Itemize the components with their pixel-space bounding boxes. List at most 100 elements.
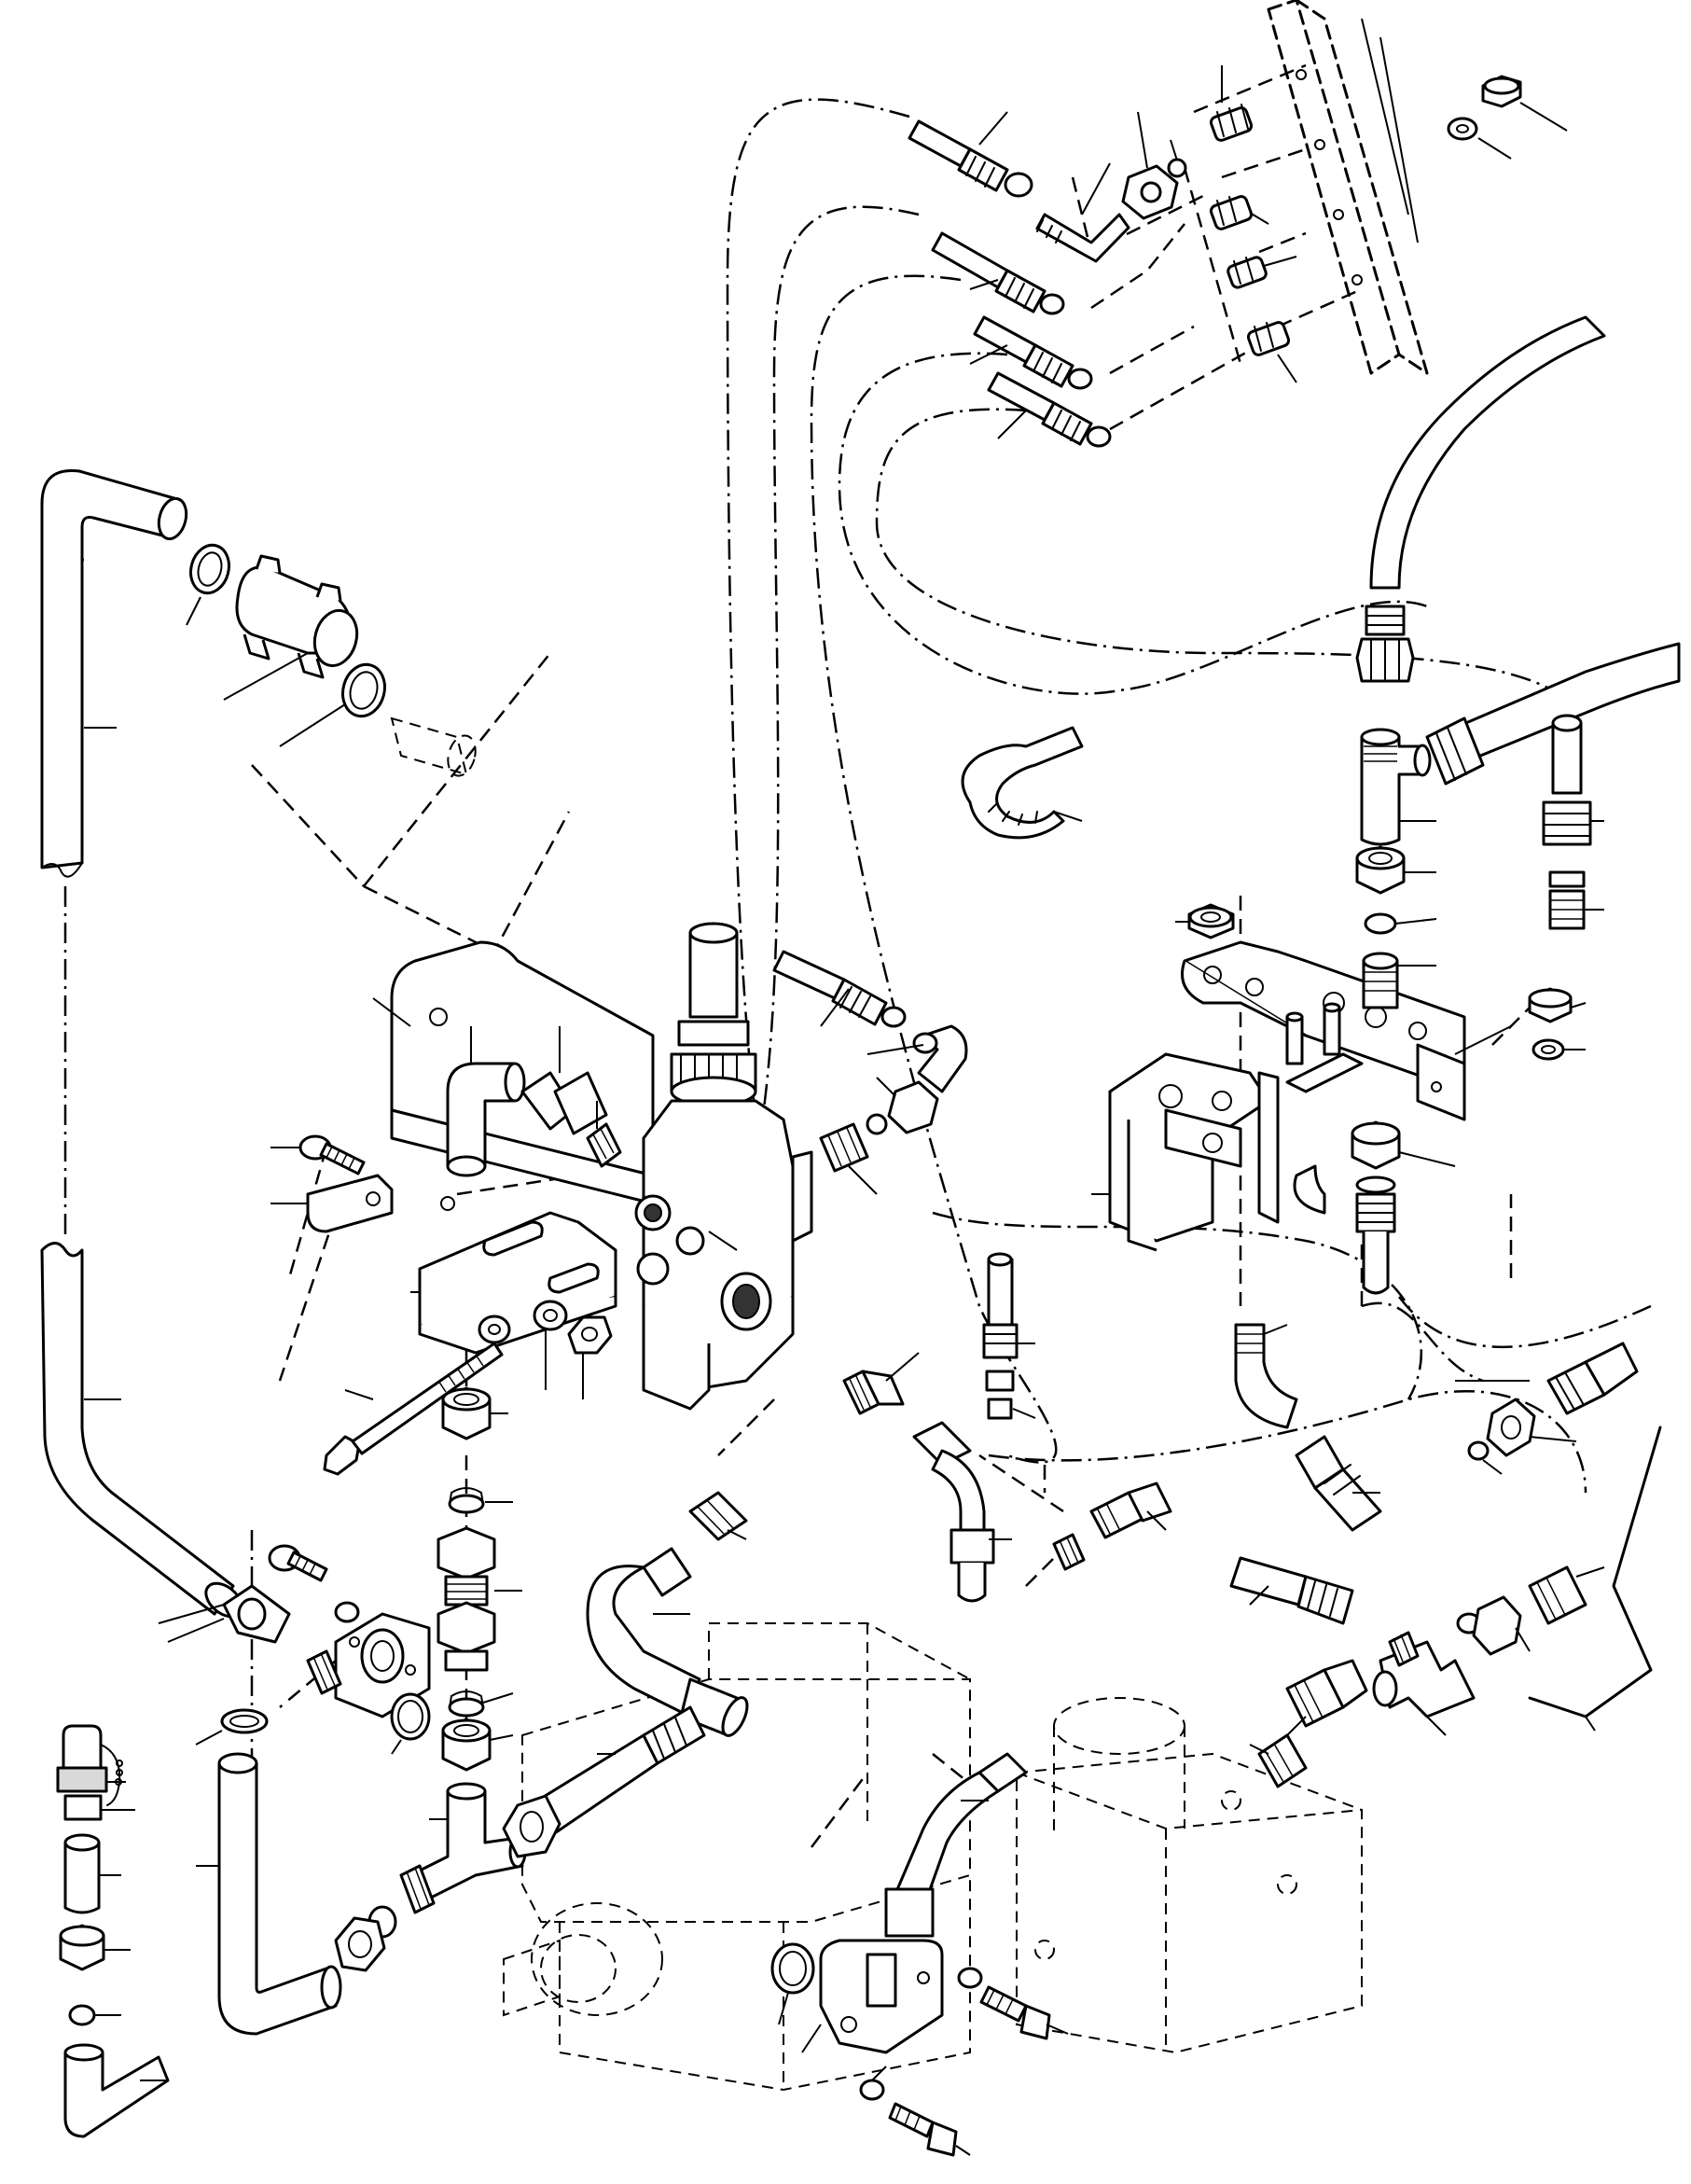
hose-lower-right-col (1355, 1175, 1396, 1295)
nut-top-bracket (1175, 903, 1235, 939)
adapter-valve-right (819, 1122, 878, 1195)
test-point-cap (56, 1724, 126, 1806)
hose-end-far-right (1455, 1342, 1639, 1415)
adapter-flange (306, 1649, 342, 1695)
hose-end-valve (772, 950, 907, 1028)
long-bolt (323, 1342, 504, 1476)
nut-fitting-top (1121, 111, 1179, 220)
nut-valve-right (876, 1077, 939, 1134)
nut-far-right (1486, 1398, 1577, 1457)
washer-left-2 (533, 1300, 568, 1390)
test-point-nut (59, 1924, 131, 1971)
j-pipe (196, 1752, 342, 2036)
adapter-left-2 (586, 1101, 622, 1168)
sleeve-upper-right (1364, 912, 1437, 935)
adapter-fitting-1 (1209, 65, 1254, 142)
small-hose-center (982, 1252, 1035, 1359)
fitting-lower-right (1285, 1659, 1368, 1736)
strap-bracket (1257, 1052, 1364, 1224)
nut-stack-2 (441, 1718, 514, 1772)
washer-far-right-small (1532, 1038, 1586, 1061)
elbow-hose-center (586, 1547, 749, 1737)
hose-horizontal-right (1425, 642, 1681, 786)
ghost-valve-block (1016, 1697, 1363, 2054)
hose-end-center-right (1089, 1482, 1172, 1539)
nut-left (567, 1315, 613, 1399)
hose-end-2 (931, 231, 1065, 315)
pipe-ring-right (279, 662, 386, 747)
elbow-right-mid (1234, 1323, 1298, 1429)
adapter-far-right (1528, 1565, 1605, 1625)
bolt-left (270, 1134, 366, 1175)
o-ring-j-pipe (195, 1708, 269, 1746)
adapter-tee-right (1388, 1631, 1420, 1667)
adapter-left-1 (520, 1026, 608, 1135)
bolt-lower-2 (888, 2102, 971, 2157)
tee-upper-right (1360, 728, 1436, 846)
bracket-line-right (1528, 1426, 1662, 1732)
small-tubes-bracket (1285, 1002, 1341, 1065)
adapter-fitting-3 (1227, 256, 1297, 289)
adapter-center-1 (842, 1352, 920, 1415)
bolt-lower-1 (979, 1985, 1069, 2040)
flange-left (334, 1612, 431, 1718)
bolt-flange (268, 1544, 328, 1582)
adapter-elbow-center (688, 1491, 748, 1541)
adapter-fitting-4 (1246, 321, 1297, 383)
clip-bracket (270, 1174, 394, 1233)
ball-far-right (1467, 1440, 1503, 1475)
elbow-flange-hose (158, 1584, 291, 1644)
hose-end-right-run (1229, 1556, 1354, 1625)
nut-far-right-small (1528, 987, 1587, 1023)
bracket-lower-right (1091, 1052, 1270, 1252)
hose-end-right-mid (1295, 1435, 1382, 1532)
union-stack (437, 1526, 522, 1672)
manifold-bar (1267, 0, 1429, 375)
nut-lower-right-col (1351, 1120, 1456, 1170)
hose-end-4 (987, 371, 1112, 448)
flange-lower (801, 1939, 944, 2054)
test-point-elbow (63, 2043, 170, 2138)
sleeve-stack-2 (448, 1690, 514, 1718)
fitting-lower-right-2 (1249, 1733, 1308, 1788)
hose-end-1 (908, 111, 1033, 198)
cable-tie (961, 726, 1084, 840)
small-adapter-left-run (1052, 1533, 1086, 1571)
relief-valve (634, 922, 813, 1411)
assembly-lines (56, 63, 1549, 1848)
nut-upper-right (1355, 845, 1436, 895)
ball-valve-right (866, 1113, 888, 1135)
washer-lower-1 (957, 1967, 983, 1989)
pipe-ring-left (186, 543, 230, 626)
adapter-far-right-vertical (1548, 870, 1604, 930)
adapter-tee-left (399, 1864, 436, 1914)
sleeve-stack-1 (448, 1487, 513, 1514)
small-adapter-center (985, 1370, 1036, 1420)
test-point-body (63, 1794, 135, 1821)
lower-pipe-left (40, 1242, 243, 1619)
test-point-sleeve (63, 1833, 121, 1914)
adapter-fitting-2 (1209, 195, 1269, 230)
nut-tee-left (334, 1916, 386, 1972)
hose-end-center (912, 1421, 1012, 1603)
pipe-clamp (223, 554, 359, 701)
elbow-valve-right (866, 1024, 968, 1093)
o-ring-lower (770, 1942, 815, 2025)
nut-hose-long (502, 1794, 561, 1858)
routing-lines (63, 98, 1652, 1829)
tee-fitting-right (1372, 1640, 1476, 1736)
o-ring-flange (390, 1692, 431, 1755)
washer-lower-2 (859, 2066, 887, 2101)
nut-stack-1 (441, 1386, 508, 1440)
washer-left-1 (478, 1315, 511, 1344)
washer-flange (334, 1601, 360, 1623)
ghost-sleeve (390, 716, 477, 777)
adapter-upper-right (1362, 952, 1436, 1009)
hose-end-3 (969, 315, 1093, 390)
hose-far-right-vertical (1542, 714, 1604, 846)
test-point-ball (68, 2004, 121, 2026)
long-pipe-left (40, 468, 188, 878)
nut-tee-right (1472, 1595, 1531, 1656)
